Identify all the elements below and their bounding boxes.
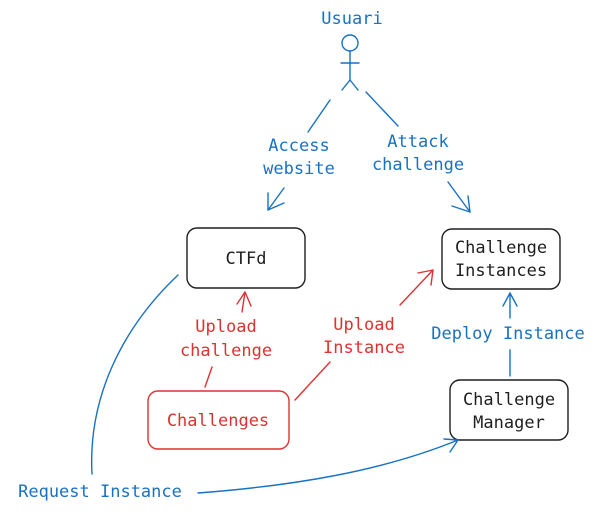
request-instance-label: Request Instance (18, 482, 182, 502)
deploy-instance-label: Deploy Instance (431, 324, 585, 344)
attack-challenge-label-line1: Attack (387, 132, 448, 152)
edge-upload-challenge: Upload challenge (180, 291, 272, 388)
stick-figure-user-icon (340, 34, 360, 91)
node-ctfd: CTFd (186, 227, 306, 289)
upload-instance-arrow-line-lower (294, 361, 331, 401)
deploy-instance-arrowhead-icon (502, 292, 518, 307)
edge-attack-challenge: Attack challenge (365, 91, 471, 213)
user-actor: Usuari (321, 9, 383, 91)
upload-challenge-arrow-line-lower (204, 366, 213, 388)
node-challenge-manager: Challenge Manager (449, 379, 569, 441)
challenge-manager-label-line1: Challenge (463, 390, 555, 410)
request-instance-arrowhead-icon (443, 438, 459, 453)
access-website-arrowhead-icon (267, 192, 285, 211)
challenge-instances-label-line1: Challenge (455, 238, 547, 258)
upload-instance-arrowhead-icon (417, 269, 434, 286)
edge-request-instance: Request Instance (18, 274, 459, 502)
access-website-label-line2: website (263, 159, 335, 179)
access-website-arrow-line-lower (267, 187, 285, 211)
request-instance-line-from-ctfd (90, 274, 179, 475)
challenge-instances-label-line2: Instances (455, 261, 547, 281)
request-instance-arrow-line (197, 439, 459, 494)
upload-instance-arrow-line-upper (399, 269, 434, 306)
attack-challenge-arrow-line-lower (447, 181, 471, 213)
upload-instance-label-line1: Upload (333, 315, 394, 335)
access-website-arrow-line (307, 99, 331, 133)
attack-challenge-arrow-line (365, 91, 399, 127)
upload-challenge-label-line1: Upload (195, 317, 256, 337)
upload-challenge-arrowhead-icon (236, 291, 252, 307)
node-challenge-instances: Challenge Instances (441, 228, 561, 290)
challenges-label: Challenges (167, 411, 269, 431)
upload-challenge-arrow-line-upper (241, 291, 246, 313)
edge-upload-instance: Upload Instance (294, 269, 434, 401)
actor-label: Usuari (321, 9, 382, 29)
upload-challenge-label-line2: challenge (180, 341, 272, 361)
attack-challenge-arrowhead-icon (451, 195, 471, 213)
edge-access-website: Access website (263, 99, 335, 211)
edge-deploy-instance: Deploy Instance (431, 292, 585, 377)
challenge-manager-label-line2: Manager (473, 413, 545, 433)
ctfd-label: CTFd (226, 249, 267, 269)
node-challenges: Challenges (147, 390, 290, 450)
upload-instance-label-line2: Instance (323, 338, 405, 358)
attack-challenge-label-line2: challenge (372, 155, 464, 175)
access-website-label-line1: Access (268, 136, 329, 156)
